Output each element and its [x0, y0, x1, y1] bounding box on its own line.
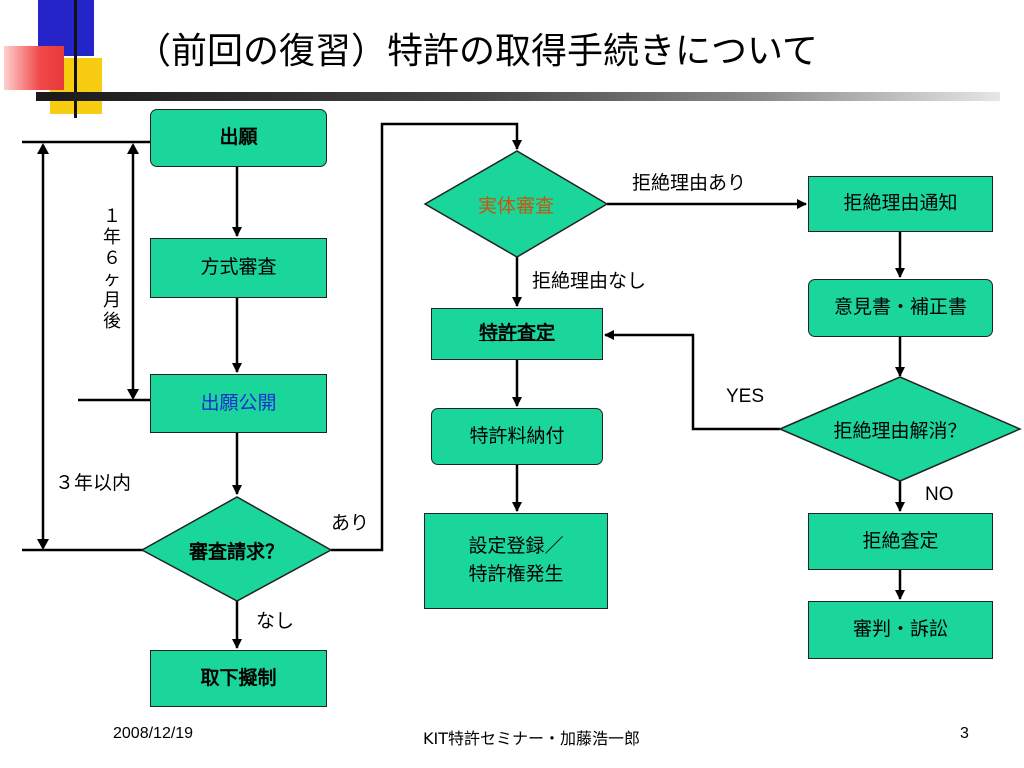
no-reason-label: 拒絶理由なし — [532, 270, 647, 292]
corner-decoration — [0, 0, 110, 118]
patent-decision-box: 特許査定 — [431, 308, 603, 360]
registration-line1: 設定登録／ — [468, 535, 564, 558]
request-no-label: なし — [256, 610, 295, 632]
page-number: 3 — [960, 725, 969, 742]
opinion-amendment-box: 意見書・補正書 — [808, 279, 993, 337]
resolved-question-diamond — [778, 376, 1022, 482]
publication-box: 出願公開 — [150, 374, 327, 433]
no-label: NO — [925, 484, 954, 505]
period-char: 後 — [103, 311, 121, 332]
substantive-exam-label: 実体審査 — [477, 194, 554, 217]
request-yes-label: あり — [331, 512, 370, 534]
deco-red-square — [4, 46, 64, 90]
rejection-decision-box: 拒絶査定 — [808, 513, 993, 570]
yes-label: YES — [726, 386, 765, 407]
formal-exam-box: 方式審査 — [150, 238, 327, 298]
deco-vertical-line — [74, 0, 77, 118]
exam-request-diamond — [140, 496, 333, 602]
resolved-question-label: 拒絶理由解消？ — [833, 419, 967, 442]
exam-request-label: 審査請求？ — [188, 540, 284, 563]
rejection-notice-box: 拒絶理由通知 — [808, 176, 993, 232]
title-underline — [36, 92, 1000, 101]
footer-date: 2008/12/19 — [113, 725, 194, 742]
has-reason-label: 拒絶理由あり — [632, 172, 747, 194]
registration-box: 設定登録／ 特許権発生 — [424, 513, 608, 609]
period-char: ６ — [103, 248, 121, 269]
period-char: ヶ — [103, 269, 121, 290]
slide-title: （前回の復習）特許の取得手続きについて — [135, 31, 818, 72]
period-char: 年 — [103, 227, 121, 248]
period-char: １ — [103, 206, 121, 227]
registration-line2: 特許権発生 — [468, 563, 564, 585]
appeal-box: 審判・訴訟 — [808, 601, 993, 659]
filing-box: 出願 — [150, 109, 327, 167]
footer-center: KIT特許セミナー・加藤浩一郎 — [423, 729, 640, 748]
withdrawal-box: 取下擬制 — [150, 650, 327, 707]
substantive-exam-diamond — [423, 150, 609, 258]
eighteen-months-label: １ 年 ６ ヶ 月 後 — [101, 206, 123, 332]
period-char: 月 — [103, 290, 121, 311]
three-years-label: ３年以内 — [55, 472, 132, 494]
fee-payment-box: 特許料納付 — [431, 408, 603, 465]
